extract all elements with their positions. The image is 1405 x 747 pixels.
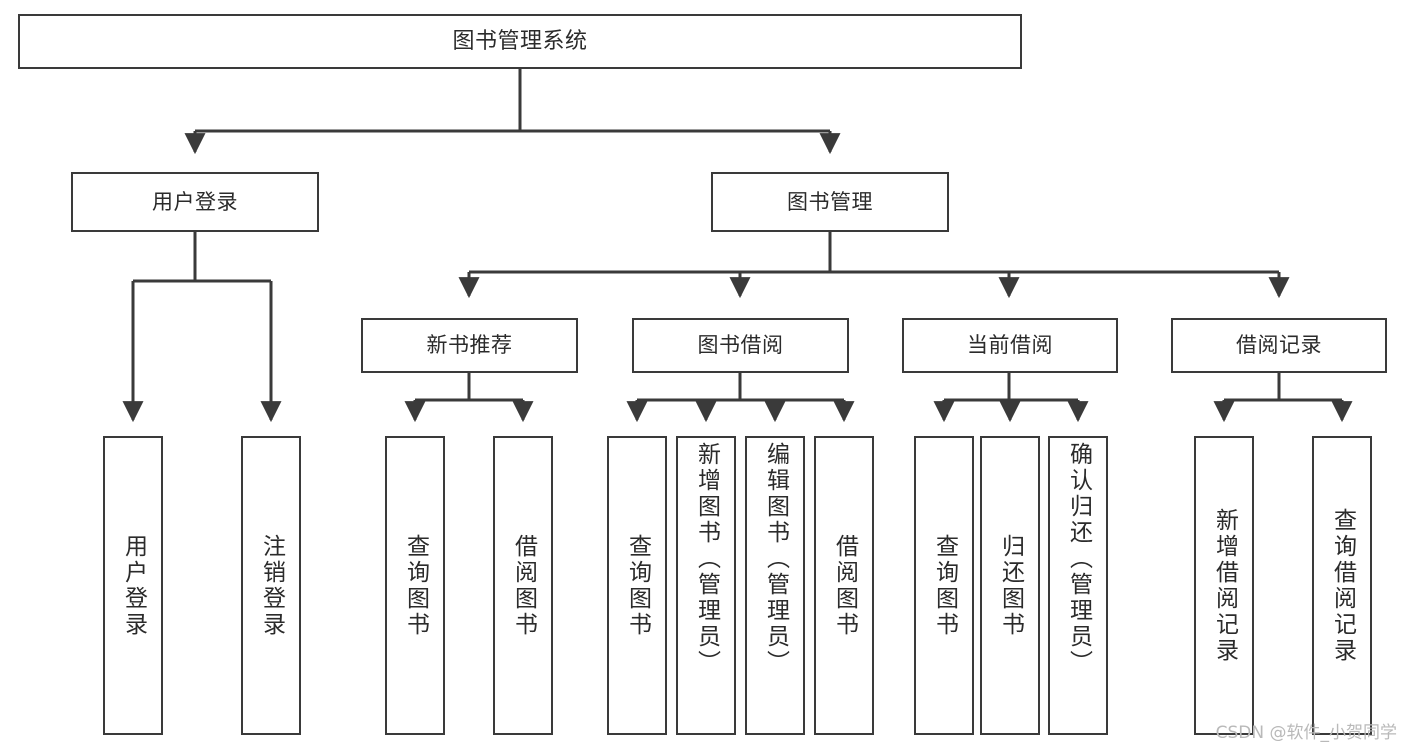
node-leaf-add-book-label: 新增图书（管理员） — [693, 442, 720, 676]
node-leaf-query-record-label: 查询借阅记录 — [1329, 507, 1356, 664]
node-leaf-return-book[interactable]: 归还图书 — [980, 436, 1040, 735]
node-leaf-query-book-3[interactable]: 查询图书 — [914, 436, 974, 735]
node-book-borrow[interactable]: 图书借阅 — [632, 318, 849, 373]
node-borrow-record[interactable]: 借阅记录 — [1171, 318, 1387, 373]
node-leaf-query-book-2[interactable]: 查询图书 — [607, 436, 667, 735]
node-book-manage[interactable]: 图书管理 — [711, 172, 949, 232]
node-leaf-query-book-3-label: 查询图书 — [931, 533, 958, 638]
node-user-login[interactable]: 用户登录 — [71, 172, 319, 232]
node-new-book-recommend[interactable]: 新书推荐 — [361, 318, 578, 373]
node-current-borrow-label: 当前借阅 — [967, 333, 1053, 358]
node-root-label: 图书管理系统 — [452, 28, 588, 54]
node-leaf-borrow-book-1[interactable]: 借阅图书 — [493, 436, 553, 735]
node-leaf-query-book-1-label: 查询图书 — [402, 533, 429, 638]
node-leaf-edit-book-label: 编辑图书（管理员） — [762, 442, 789, 676]
node-book-borrow-label: 图书借阅 — [697, 333, 784, 358]
node-current-borrow[interactable]: 当前借阅 — [902, 318, 1118, 373]
node-leaf-query-record[interactable]: 查询借阅记录 — [1312, 436, 1372, 735]
node-leaf-logout[interactable]: 注销登录 — [241, 436, 301, 735]
node-root[interactable]: 图书管理系统 — [18, 14, 1022, 69]
node-borrow-record-label: 借阅记录 — [1236, 333, 1322, 358]
node-leaf-edit-book[interactable]: 编辑图书（管理员） — [745, 436, 805, 735]
node-leaf-return-book-label: 归还图书 — [997, 533, 1024, 638]
node-new-book-recommend-label: 新书推荐 — [426, 333, 513, 358]
node-leaf-user-login-label: 用户登录 — [120, 533, 147, 638]
node-leaf-confirm-return[interactable]: 确认归还（管理员） — [1048, 436, 1108, 735]
node-leaf-user-login[interactable]: 用户登录 — [103, 436, 163, 735]
node-leaf-add-record-label: 新增借阅记录 — [1211, 507, 1238, 664]
node-book-manage-label: 图书管理 — [787, 189, 873, 214]
node-leaf-logout-label: 注销登录 — [258, 533, 285, 638]
node-leaf-add-book[interactable]: 新增图书（管理员） — [676, 436, 736, 735]
node-leaf-query-book-2-label: 查询图书 — [624, 533, 651, 638]
node-user-login-label: 用户登录 — [152, 189, 238, 214]
node-leaf-borrow-book-2[interactable]: 借阅图书 — [814, 436, 874, 735]
watermark-text: CSDN @软件_小贺同学 — [1215, 723, 1397, 743]
node-leaf-borrow-book-2-label: 借阅图书 — [831, 533, 858, 638]
node-leaf-add-record[interactable]: 新增借阅记录 — [1194, 436, 1254, 735]
node-leaf-confirm-return-label: 确认归还（管理员） — [1065, 442, 1092, 676]
node-leaf-query-book-1[interactable]: 查询图书 — [385, 436, 445, 735]
node-leaf-borrow-book-1-label: 借阅图书 — [510, 533, 537, 638]
